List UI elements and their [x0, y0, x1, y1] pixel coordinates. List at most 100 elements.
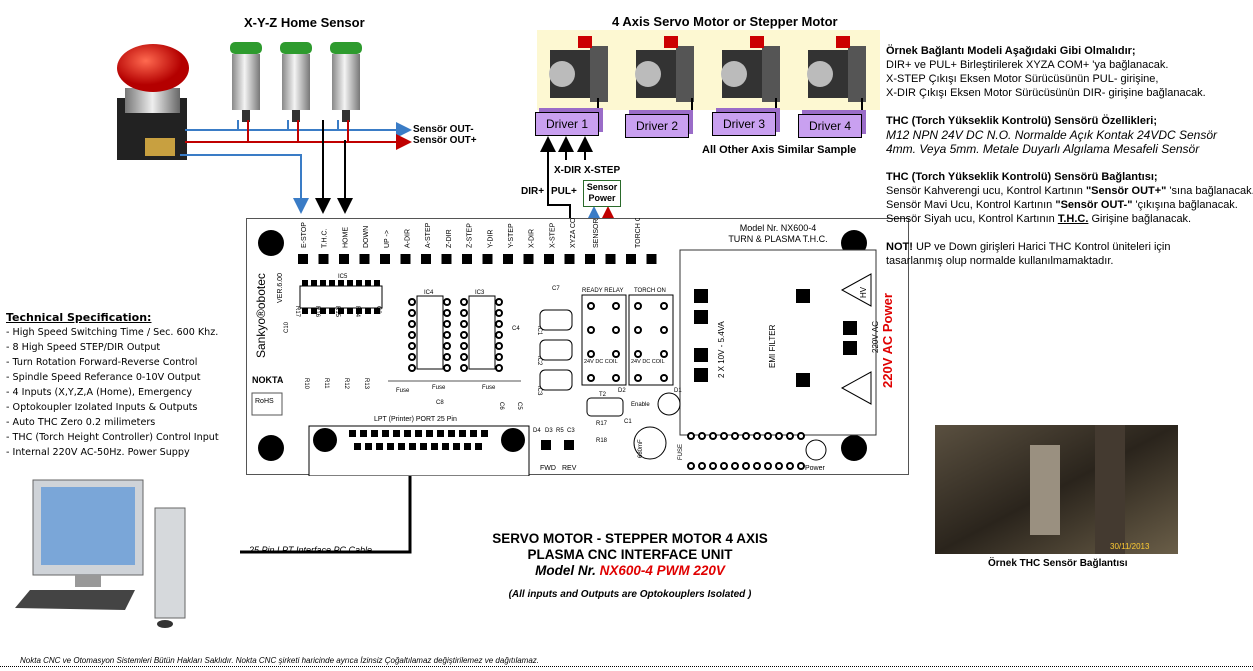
coil-label: 24V DC COIL — [631, 359, 665, 365]
note-line: Sensör Mavi Ucu, Kontrol Kartının "Sensö… — [886, 198, 1253, 212]
pin-label: T.H.C. — [322, 229, 329, 249]
connector-pin — [298, 254, 308, 264]
connector-pin — [482, 254, 493, 264]
connector-pin — [359, 254, 370, 264]
pin-label: SENSOR + OUT - — [593, 218, 600, 248]
pin-label: Z-STEP — [467, 223, 474, 248]
capacitor-label: 680mF — [638, 439, 644, 458]
connector-pin — [585, 254, 595, 264]
rev-label: REV — [562, 465, 577, 472]
home-sensor-heading: X-Y-Z Home Sensor — [244, 15, 365, 30]
spec-item: - Optokoupler Izolated Inputs & Outputs — [6, 402, 198, 413]
part-label-r12: R12 — [343, 378, 349, 390]
note-pre: Sensör Kahverengi ucu, Kontrol Kartının — [886, 185, 1086, 197]
torch-on-label: TORCH ON — [634, 288, 666, 294]
connector-pin — [380, 254, 390, 264]
brand-logo: Sankyo®obotec — [254, 273, 268, 358]
part-label-r11: R11 — [323, 378, 329, 389]
pin-label: XYZA COM+ — [570, 218, 577, 248]
x-step-label: X-STEP — [584, 165, 621, 176]
note-line: Sensör Siyah ucu, Kontrol Kartının T.H.C… — [886, 212, 1253, 226]
connector-pin — [400, 254, 411, 264]
pin-label: E-STOP — [301, 222, 308, 248]
part-label-r10: R10 — [303, 378, 309, 390]
title-line-1: SERVO MOTOR - STEPPER MOTOR 4 AXIS — [492, 531, 768, 546]
part-label-r16: R16 — [314, 306, 320, 318]
spec-heading: Technical Specification: — [6, 311, 152, 324]
notes-heading-3: THC (Torch Yükseklik Kontrolü) Sensörü B… — [886, 171, 1158, 183]
lpt-port-label: LPT (Printer) PORT 25 Pin — [374, 416, 457, 423]
hv-label: HV — [859, 286, 868, 298]
part-label-r17: R17 — [294, 306, 300, 318]
ic3-regulator-label: IC3 — [536, 386, 542, 396]
note-line: DIR+ ve PUL+ Birleştirilerek XYZA COM+ '… — [886, 59, 1169, 71]
nokta-label: NOKTA — [252, 375, 284, 385]
part-label-r13: R13 — [363, 378, 369, 390]
sensor-out-minus-label: Sensör OUT- — [413, 124, 474, 135]
spec-item: - High Speed Switching Time / Sec. 600 K… — [6, 327, 219, 338]
pin-label: A-DIR — [405, 229, 412, 248]
not-text: UP ve Down girişleri Harici THC Kontrol … — [912, 241, 1171, 253]
emergency-stop-button-image — [117, 44, 189, 160]
isolated-note: (All inputs and Outputs are Optokouplers… — [508, 589, 752, 600]
motor-4 — [807, 36, 866, 102]
note-post: Girişine bağlanacak. — [1088, 213, 1192, 225]
x-dir-label: X-DIR — [554, 165, 582, 176]
part-label-r5: R5 — [556, 428, 564, 434]
note-line: X-DIR Çıkışı Eksen Motor Sürücüsünün DIR… — [886, 87, 1206, 99]
pin-label: Y-DIR — [487, 230, 494, 248]
rohs-label: RoHS — [255, 398, 274, 405]
spec-item: - 8 High Speed STEP/DIR Output — [6, 342, 161, 353]
part-label-d1: D1 — [674, 388, 682, 394]
connector-pin — [626, 254, 636, 264]
fuse2-label: FUSE — [678, 444, 684, 460]
title-line-2: PLASMA CNC INTERFACE UNIT — [527, 547, 733, 562]
sensor-1 — [230, 42, 262, 122]
top-connector-pins — [298, 254, 657, 264]
pin-label: DOWN — [363, 226, 370, 248]
part-label-c5: C5 — [516, 402, 522, 410]
note-line: 4mm. Veya 5mm. Metale Duyarlı Algılama M… — [886, 142, 1200, 156]
motor-3 — [721, 36, 780, 102]
connector-pin — [605, 254, 616, 264]
connector-pin — [564, 254, 575, 264]
board-version: VER.6.00 — [277, 273, 284, 303]
model-prefix: Model Nr. — [535, 563, 600, 578]
spec-item: - THC (Torch Height Controller) Control … — [6, 432, 219, 443]
model-number: NX600-4 PWM 220V — [599, 563, 725, 578]
connector-pin — [503, 254, 513, 264]
part-label-c3: C3 — [567, 428, 575, 434]
notes-heading-1: Örnek Bağlantı Modeli Aşağıdaki Gibi Olm… — [886, 45, 1136, 57]
connector-pin — [441, 254, 452, 264]
note-line: X-STEP Çıkışı Eksen Motor Sürücüsünün PU… — [886, 73, 1159, 85]
part-label-r14: R14 — [354, 306, 360, 318]
emi-filter-label: EMI FILTER — [768, 324, 777, 368]
pin-label: Y-STEP — [508, 223, 515, 248]
ic1-label: IC1 — [536, 326, 542, 336]
driver-4: Driver 4 — [798, 114, 862, 138]
note-bold: T.H.C. — [1057, 213, 1089, 225]
ic4-label: IC4 — [424, 290, 434, 296]
board-model: Model Nr. NX600-4 — [740, 223, 817, 233]
connector-pin — [462, 254, 472, 264]
spec-item: - Auto THC Zero 0.2 milimeters — [6, 417, 156, 428]
sensor-power-box: Sensor Power — [583, 180, 621, 207]
note-bold: "Sensör OUT+" — [1085, 185, 1167, 197]
ic2-label: IC2 — [536, 356, 542, 366]
fuse-label: Fuse — [396, 388, 410, 394]
note-pre: Sensör Siyah ucu, Kontrol Kartının — [886, 213, 1058, 225]
sensor-2 — [280, 42, 312, 122]
connector-pin — [421, 254, 431, 264]
connector-pin — [523, 254, 534, 264]
ic3-label: IC3 — [475, 290, 485, 296]
part-label-r17-b: R17 — [596, 421, 608, 427]
technical-specification: Technical Specification: - High Speed Sw… — [6, 310, 219, 460]
sensor-power-line2: Power — [588, 193, 616, 203]
motor-2 — [635, 36, 694, 102]
note-bold: "Sensör OUT-" — [1055, 199, 1133, 211]
board-subtitle: TURN & PLASMA T.H.C. — [728, 234, 827, 244]
pin-label: UP -> — [384, 230, 391, 248]
footer-divider — [0, 666, 1253, 667]
